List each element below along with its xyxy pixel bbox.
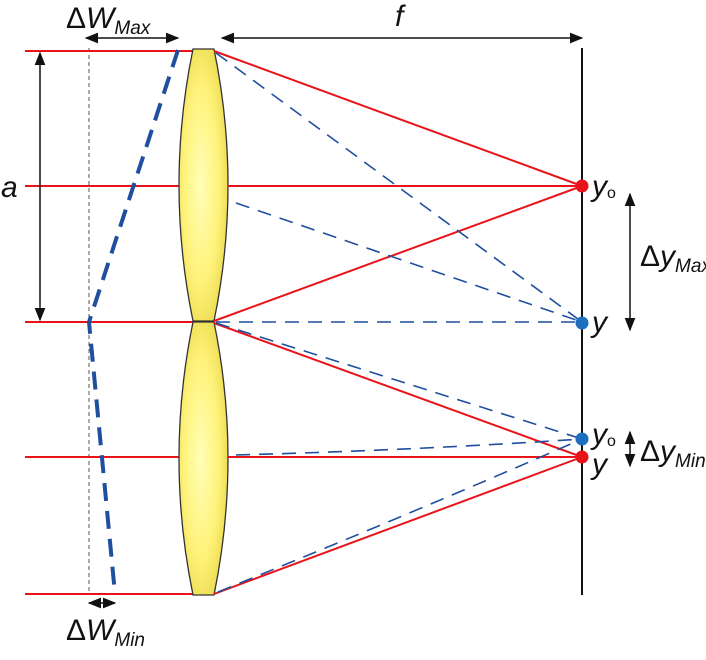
label-delta-y-max: ΔyMax bbox=[640, 240, 706, 277]
lower-lens bbox=[178, 321, 229, 596]
dashed-ray-lower-bottom bbox=[217, 438, 583, 593]
wavefront bbox=[86, 49, 180, 595]
label-y-top: y bbox=[590, 306, 609, 339]
focus-point-y0-top bbox=[575, 179, 589, 193]
label-delta-w-max: ΔWMax bbox=[66, 2, 152, 39]
dashed-rays-upper bbox=[215, 52, 583, 323]
label-delta-w-min: ΔWMin bbox=[66, 614, 145, 651]
label-y-bottom: y bbox=[590, 448, 609, 481]
focus-point-y-bottom bbox=[575, 450, 589, 464]
focus-point-y0-bottom bbox=[575, 432, 589, 446]
label-y0-bottom: yo bbox=[590, 418, 616, 451]
focus-point-y-top bbox=[575, 316, 589, 330]
label-aperture: a bbox=[1, 171, 18, 204]
refracted-ray-upper-top bbox=[213, 50, 583, 187]
refracted-rays-upper bbox=[213, 50, 583, 322]
label-y0-top: yo bbox=[590, 170, 616, 203]
dashed-ray-upper-top bbox=[215, 52, 583, 323]
label-delta-y-min: ΔyMin bbox=[640, 435, 706, 472]
dashed-ray-lower-mid bbox=[235, 438, 583, 456]
upper-lens bbox=[178, 48, 229, 322]
refracted-ray-lower-bottom bbox=[213, 456, 583, 595]
incoming-rays bbox=[25, 50, 200, 595]
refracted-ray-lower-top bbox=[213, 322, 583, 458]
dashed-rays-lower bbox=[215, 322, 583, 593]
label-focal-length: f bbox=[395, 0, 406, 33]
refracted-rays-lower bbox=[213, 322, 583, 595]
dashed-ray-upper-mid bbox=[235, 202, 583, 323]
dashed-ray-lower-top bbox=[215, 322, 583, 440]
refracted-ray-upper-bottom bbox=[213, 185, 583, 322]
